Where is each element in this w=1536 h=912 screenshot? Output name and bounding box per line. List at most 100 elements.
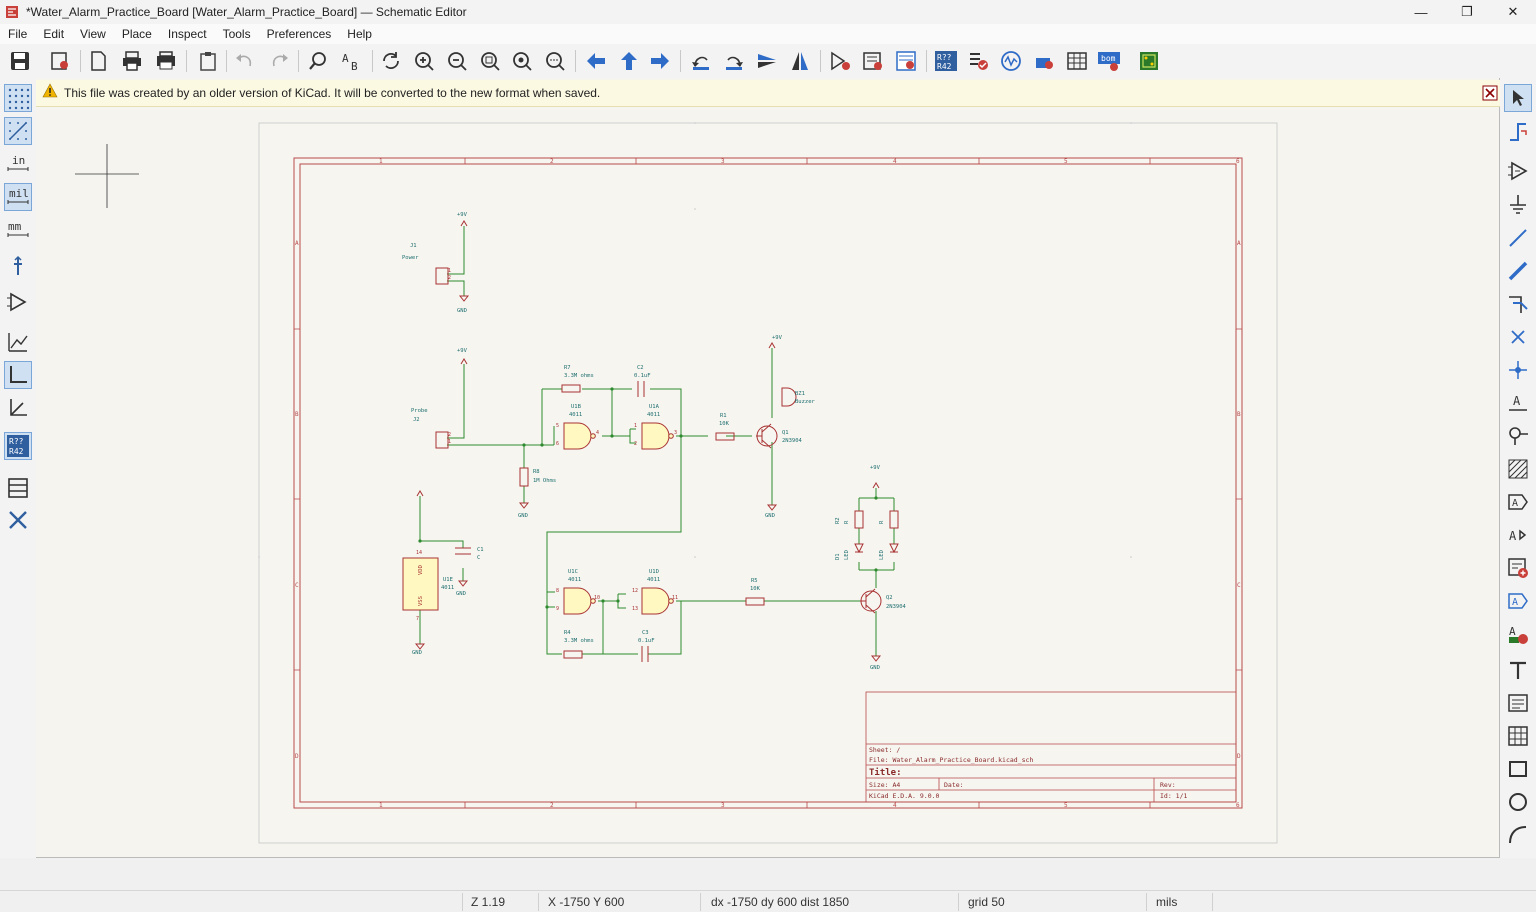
svg-text:7: 7: [416, 616, 419, 622]
svg-text:1M Ohms: 1M Ohms: [533, 478, 556, 484]
add-text-icon[interactable]: [1504, 656, 1532, 684]
units-mils-icon[interactable]: mil: [4, 183, 32, 211]
menu-view[interactable]: View: [80, 27, 106, 41]
svg-text:1: 1: [448, 268, 451, 274]
hidden-pins-icon[interactable]: [4, 288, 32, 316]
horizontal-scroll-area[interactable]: [0, 858, 1536, 890]
page-settings-icon[interactable]: [86, 49, 110, 73]
symbol-editor-icon[interactable]: [828, 49, 852, 73]
close-infobar-icon[interactable]: [1482, 85, 1498, 101]
add-arc-icon[interactable]: [1504, 821, 1532, 849]
add-net-class-icon[interactable]: [1504, 422, 1532, 450]
svg-text:1: 1: [379, 802, 383, 809]
add-sheet-icon[interactable]: [1504, 554, 1532, 582]
add-circle-icon[interactable]: [1504, 788, 1532, 816]
add-rectangle-icon[interactable]: [1504, 755, 1532, 783]
refresh-icon[interactable]: [379, 49, 403, 73]
schematic-setup-icon[interactable]: [48, 49, 72, 73]
kicad-schematic-app-icon: [4, 4, 20, 20]
menu-help[interactable]: Help: [347, 27, 372, 41]
grid-toggle-icon[interactable]: [4, 84, 32, 112]
menu-file[interactable]: File: [8, 27, 28, 41]
svg-text:B: B: [1237, 411, 1241, 418]
line-mode-45-icon[interactable]: [4, 394, 32, 422]
units-inches-icon[interactable]: in: [4, 150, 32, 178]
annotate-icon[interactable]: R??R42: [934, 49, 958, 73]
add-junction-icon[interactable]: [1504, 356, 1532, 384]
add-table-icon[interactable]: [1504, 722, 1532, 750]
rotate-ccw-icon[interactable]: [689, 49, 713, 73]
svg-text:C3: C3: [642, 630, 649, 636]
plot-icon[interactable]: [154, 49, 178, 73]
navigate-forward-icon[interactable]: [648, 49, 672, 73]
menu-place[interactable]: Place: [121, 27, 152, 41]
line-mode-free-icon[interactable]: [4, 328, 32, 356]
add-symbol-icon[interactable]: [1504, 157, 1532, 185]
zoom-in-icon[interactable]: [412, 49, 436, 73]
add-hier-label-icon[interactable]: A: [1504, 521, 1532, 549]
menu-edit[interactable]: Edit: [43, 27, 65, 41]
units-mm-icon[interactable]: mm: [4, 216, 32, 244]
zoom-selection-icon[interactable]: [543, 49, 567, 73]
svg-text:4: 4: [893, 158, 897, 165]
properties-tools-icon[interactable]: [4, 506, 32, 534]
add-rule-area-icon[interactable]: [1504, 455, 1532, 483]
close-window-button[interactable]: ✕: [1507, 4, 1519, 19]
add-wire-icon[interactable]: [1504, 224, 1532, 252]
menu-inspect[interactable]: Inspect: [167, 27, 207, 41]
zoom-fit-icon[interactable]: [478, 49, 502, 73]
zoom-objects-icon[interactable]: [510, 49, 534, 73]
mirror-horizontal-icon[interactable]: [788, 49, 812, 73]
add-bus-icon[interactable]: [1504, 257, 1532, 285]
svg-text:6: 6: [1236, 802, 1240, 809]
svg-text:5: 5: [1064, 158, 1068, 165]
menu-tools[interactable]: Tools: [222, 27, 251, 41]
bom-icon[interactable]: bom: [1097, 49, 1121, 73]
info-bar: This file was created by an older versio…: [36, 80, 1500, 107]
paste-icon[interactable]: [196, 49, 220, 73]
svg-text:A: A: [1513, 394, 1521, 408]
frame-labels: 1 2 3 4 5 6 1 2 3 4 5 6 A B C D A B C D: [295, 158, 1241, 809]
add-bus-entry-icon[interactable]: [1504, 290, 1532, 318]
import-sheet-pin-icon[interactable]: A: [1504, 620, 1532, 648]
pcb-editor-icon[interactable]: [1137, 49, 1161, 73]
navigate-up-icon[interactable]: [617, 49, 641, 73]
hierarchy-navigator-icon[interactable]: [4, 474, 32, 502]
add-textbox-icon[interactable]: [1504, 689, 1532, 717]
cursor-style-icon[interactable]: [4, 252, 32, 280]
add-power-icon[interactable]: [1504, 190, 1532, 218]
mirror-vertical-icon[interactable]: [755, 49, 779, 73]
update-pcb-icon[interactable]: [894, 49, 918, 73]
add-label-icon[interactable]: A: [1504, 389, 1532, 417]
highlight-net-icon[interactable]: [1504, 118, 1532, 146]
footprint-assign-icon[interactable]: [1032, 49, 1056, 73]
restore-button[interactable]: ❐: [1461, 4, 1473, 19]
save-icon[interactable]: [8, 49, 32, 73]
erc-icon[interactable]: [967, 49, 991, 73]
add-global-label-icon[interactable]: A: [1504, 488, 1532, 516]
annotation-toggle-icon[interactable]: R??R42: [4, 432, 32, 460]
svg-text:+9V: +9V: [772, 335, 783, 341]
symbol-browser-icon[interactable]: [861, 49, 885, 73]
schematic-canvas[interactable]: 1 2 3 4 5 6 1 2 3 4 5 6 A B C D A B C D: [36, 78, 1500, 858]
rotate-cw-icon[interactable]: [722, 49, 746, 73]
undo-icon[interactable]: [232, 49, 256, 73]
window-title: *Water_Alarm_Practice_Board [Water_Alarm…: [26, 5, 467, 19]
minimize-button[interactable]: —: [1414, 4, 1428, 20]
add-sheet-pin-icon[interactable]: A: [1504, 587, 1532, 615]
zoom-out-icon[interactable]: [445, 49, 469, 73]
grid-readout: grid 50: [968, 895, 1005, 909]
redo-icon[interactable]: [268, 49, 292, 73]
select-tool-icon[interactable]: [1504, 84, 1532, 112]
find-icon[interactable]: [306, 49, 330, 73]
grid-overrides-icon[interactable]: [4, 117, 32, 145]
line-mode-90-icon[interactable]: [4, 361, 32, 389]
print-icon[interactable]: [120, 49, 144, 73]
navigate-back-icon[interactable]: [584, 49, 608, 73]
svg-text:GND: GND: [870, 665, 880, 671]
symbol-fields-table-icon[interactable]: [1065, 49, 1089, 73]
no-connect-icon[interactable]: [1504, 323, 1532, 351]
menu-preferences[interactable]: Preferences: [266, 27, 332, 41]
simulator-icon[interactable]: [999, 49, 1023, 73]
